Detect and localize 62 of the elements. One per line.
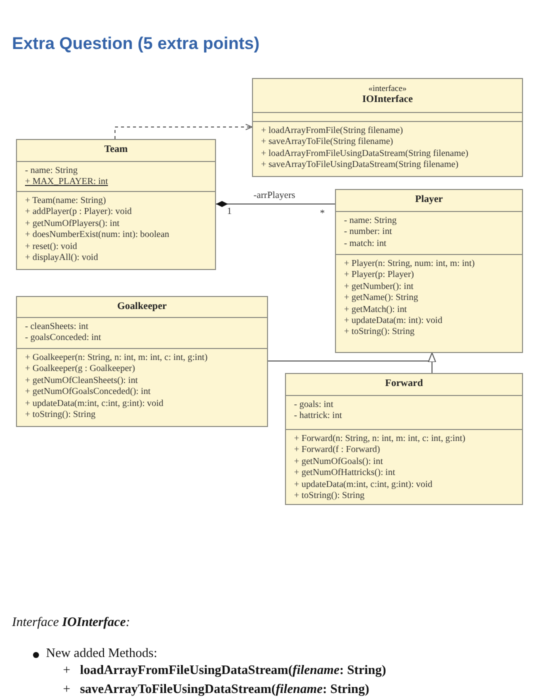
class-box	[335, 189, 523, 353]
plus-sign: +	[63, 662, 70, 678]
class-name: Player	[415, 194, 443, 206]
multiplicity-label: 1	[227, 207, 232, 217]
heading: Extra Question (5 extra points)	[12, 34, 260, 54]
method-text: + Team(name: String)	[25, 195, 106, 206]
plus-sign: +	[63, 681, 70, 697]
method-text: + getNumOfGoalsConceded(): int	[25, 386, 151, 398]
class-box	[252, 78, 523, 177]
method-text: + Player(n: String, num: int, m: int)	[344, 258, 475, 270]
class-name: Goalkeeper	[117, 301, 167, 313]
class-name: Forward	[385, 378, 423, 390]
class-box	[16, 296, 268, 427]
list-item-text: New added Methods:	[46, 645, 158, 661]
method-text: + getNumOfHattricks(): int	[294, 467, 396, 479]
class-name: Team	[104, 144, 128, 156]
multiplicity-label: *	[320, 209, 325, 219]
inheritance-arrow	[428, 352, 436, 374]
method-text: saveArrayToFileUsingDataStream(filename: String)	[80, 681, 370, 697]
attribute-text: - name: String	[25, 165, 78, 176]
method-text: + Goalkeeper(n: String, n: int, m: int, c: int, g:int)	[25, 352, 208, 364]
method-text: + doesNumberExist(num: int): boolean	[25, 229, 170, 241]
method-text: + loadArrayFromFileUsingDataStream(String filename)	[261, 148, 468, 160]
method-text: + getNumOfGoals(): int	[294, 456, 383, 468]
section-heading: Interface IOInterface:	[12, 614, 130, 630]
method-text: + getName(): String	[344, 292, 418, 304]
class-box	[16, 139, 216, 270]
method-text: + Goalkeeper(g : Goalkeeper)	[25, 363, 136, 375]
method-text: + Player(p: Player)	[344, 269, 414, 281]
method-text: + toString(): String	[294, 490, 365, 502]
method-text: + getNumOfPlayers(): int	[25, 218, 120, 230]
method-text: + updateData(m:int, c:int, g:int): void	[294, 478, 432, 490]
method-text: + Forward(f : Forward)	[294, 444, 380, 456]
method-text: + saveArrayToFile(String filename)	[261, 136, 394, 148]
attribute-text: + MAX_PLAYER: int	[25, 176, 108, 188]
attribute-text: - number: int	[344, 226, 392, 238]
attribute-text: - match: int	[344, 238, 386, 250]
method-text: loadArrayFromFileUsingDataStream(filename: String)	[80, 662, 386, 678]
realization-arrow	[114, 124, 252, 140]
method-text: + addPlayer(p : Player): void	[25, 206, 132, 218]
method-text: + getNumber(): int	[344, 280, 414, 292]
method-text: + Forward(n: String, n: int, m: int, c: int, g:int)	[294, 433, 466, 444]
composition-line	[216, 201, 336, 207]
method-text: + updateData(m:int, c:int, g:int): void	[25, 398, 164, 410]
attribute-text: - name: String	[344, 215, 397, 226]
method-text: + updateData(m: int): void	[344, 315, 442, 326]
class-box	[285, 373, 523, 505]
method-text: + reset(): void	[25, 240, 78, 252]
method-text: + saveArrayToFileUsingDataStream(String filename)	[261, 159, 458, 171]
attribute-text: - goalsConceded: int	[25, 332, 102, 344]
attribute-text: - goals: int	[294, 399, 334, 410]
method-text: + getNumOfCleanSheets(): int	[25, 374, 138, 386]
edge-label: -arrPlayers	[254, 191, 296, 201]
stereotype-label: «interface»	[368, 82, 407, 94]
method-text: + displayAll(): void	[25, 252, 98, 264]
method-text: + getMatch(): int	[344, 304, 407, 316]
attribute-text: - hattrick: int	[294, 410, 342, 422]
class-name: IOInterface	[362, 94, 413, 106]
method-text: + toString(): String	[25, 409, 96, 420]
method-text: + loadArrayFromFile(String filename)	[261, 125, 403, 136]
method-text: + toString(): String	[344, 326, 415, 338]
attribute-text: - cleanSheets: int	[25, 321, 88, 332]
